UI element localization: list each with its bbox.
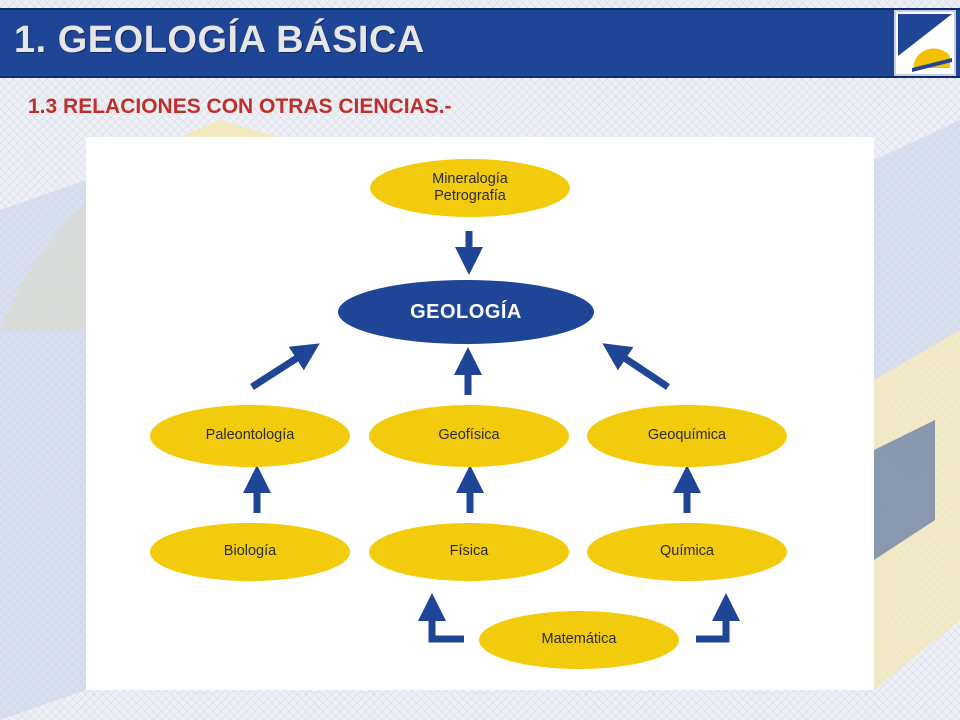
node-quimica: Química: [587, 523, 787, 581]
node-mineralogia-petrografia: Mineralogía Petrografía: [370, 159, 570, 217]
node-geologia-label: GEOLOGÍA: [410, 301, 522, 323]
node-biologia: Biología: [150, 523, 350, 581]
arrow-paleontologia-to-geologia: [250, 343, 320, 390]
node-matematica-label: Matemática: [541, 631, 617, 648]
page-title: 1. GEOLOGÍA BÁSICA: [14, 19, 425, 61]
arrow-geoquimica-to-geologia: [602, 343, 670, 390]
node-geofisica-label: Geofísica: [438, 427, 500, 444]
node-quimica-label: Química: [660, 543, 714, 560]
node-petrografia-label: Petrografía: [434, 188, 506, 204]
node-geofisica: Geofísica: [369, 405, 569, 467]
sun-logo-icon: [894, 10, 956, 76]
node-paleontologia-label: Paleontología: [205, 427, 295, 444]
arrow-matematica-to-quimica: [696, 593, 740, 643]
node-mineralogia-label: Mineralogía: [432, 170, 508, 187]
arrow-matematica-to-fisica: [418, 593, 464, 643]
node-geologia: GEOLOGÍA: [338, 280, 594, 344]
arrows-layer: [243, 231, 740, 643]
node-fisica-label: Física: [449, 543, 489, 560]
node-matematica: Matemática: [479, 611, 679, 669]
node-biologia-label: Biología: [223, 543, 277, 560]
node-geoquimica-label: Geoquímica: [647, 427, 727, 444]
concept-diagram: Mineralogía Petrografía GEOLOGÍA Paleont…: [86, 137, 874, 690]
node-fisica: Física: [369, 523, 569, 581]
node-geoquimica: Geoquímica: [587, 405, 787, 467]
title-bar: 1. GEOLOGÍA BÁSICA: [0, 8, 960, 78]
node-paleontologia: Paleontología: [150, 405, 350, 467]
section-subtitle: 1.3 RELACIONES CON OTRAS CIENCIAS.-: [28, 95, 452, 118]
